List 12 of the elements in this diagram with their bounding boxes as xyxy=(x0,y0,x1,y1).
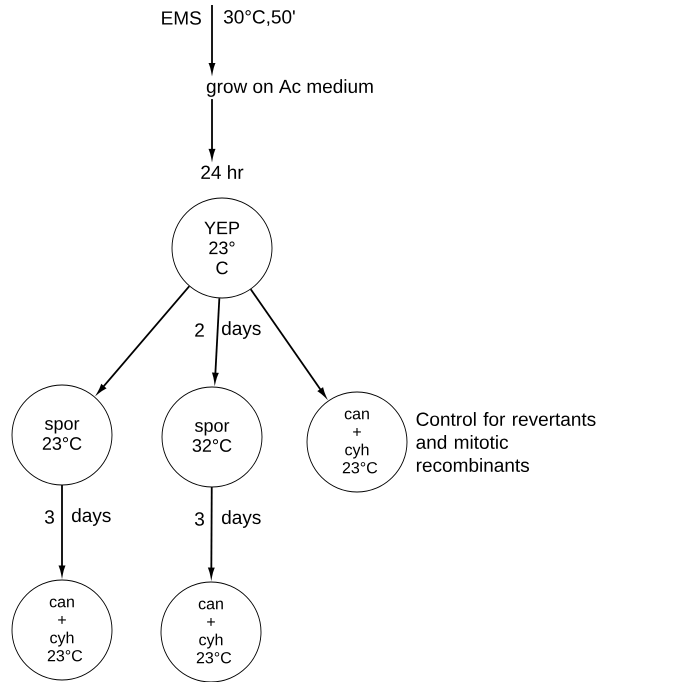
annotation: 30°C,50' xyxy=(224,10,295,26)
annotation: days xyxy=(222,510,261,528)
annotation: days xyxy=(222,321,261,339)
annotation: days xyxy=(72,508,111,526)
arrow xyxy=(97,286,190,394)
annotation: 3 xyxy=(44,510,54,524)
annotation: 3 xyxy=(194,512,204,526)
annotation: EMS xyxy=(162,11,201,25)
step-text: grow on Ac medium xyxy=(206,79,373,97)
note-text: Control for revertants and mitotic recombinants xyxy=(416,412,596,472)
annotation: 2 xyxy=(195,323,204,337)
heading-text: 24 hr xyxy=(201,165,244,179)
